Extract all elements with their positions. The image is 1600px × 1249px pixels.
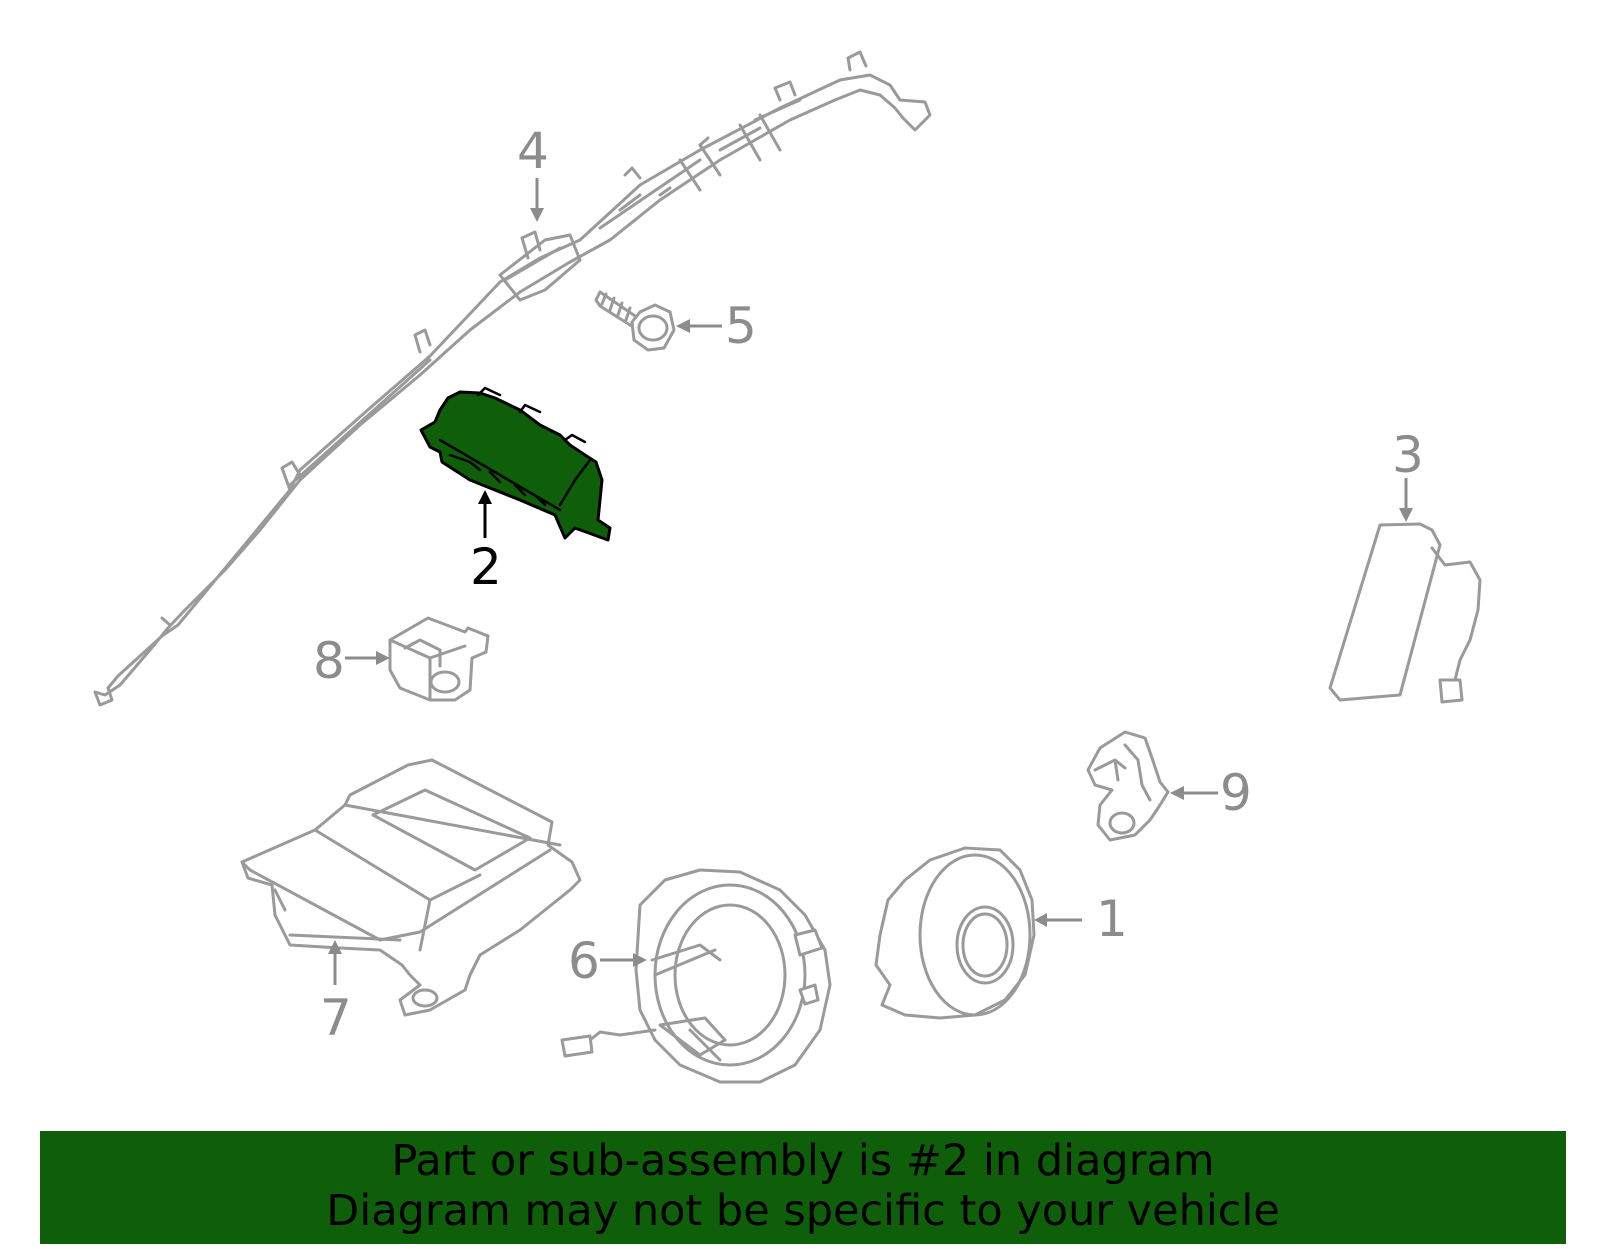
callout-3: 3 — [1392, 426, 1424, 522]
part-7-control-module[interactable] — [240, 758, 582, 1017]
callout-7: 7 — [320, 940, 352, 1047]
callout-9: 9 — [1170, 764, 1252, 822]
callout-2: 2 — [470, 490, 502, 596]
part-5-bolt[interactable] — [594, 290, 676, 352]
callout-5: 5 — [676, 297, 757, 355]
notice-banner: Part or sub-assembly is #2 in diagram Di… — [40, 1131, 1566, 1244]
part-2-passenger-airbag[interactable] — [419, 386, 612, 542]
notice-line-2: Diagram may not be specific to your vehi… — [326, 1186, 1280, 1236]
part-4-curtain-airbag[interactable] — [93, 50, 932, 707]
part-9-sensor[interactable] — [1086, 730, 1170, 842]
callout-8: 8 — [313, 632, 390, 690]
notice-line-1: Part or sub-assembly is #2 in diagram — [391, 1136, 1215, 1186]
part-8-sensor[interactable] — [388, 616, 490, 702]
callout-label-2: 2 — [470, 538, 502, 596]
callout-label-8: 8 — [313, 632, 345, 690]
callout-6: 6 — [568, 932, 647, 990]
callout-label-9: 9 — [1220, 764, 1252, 822]
callout-4: 4 — [517, 122, 549, 222]
callout-label-5: 5 — [725, 297, 757, 355]
callout-label-6: 6 — [568, 932, 600, 990]
callout-label-3: 3 — [1392, 426, 1424, 484]
callout-label-4: 4 — [517, 122, 549, 180]
callout-1: 1 — [1034, 890, 1128, 948]
part-3-side-airbag[interactable] — [1328, 522, 1482, 704]
callout-label-1: 1 — [1096, 890, 1128, 948]
part-6-clock-spring[interactable] — [560, 868, 832, 1084]
part-1-driver-airbag[interactable] — [874, 846, 1036, 1020]
callout-label-7: 7 — [320, 989, 352, 1047]
